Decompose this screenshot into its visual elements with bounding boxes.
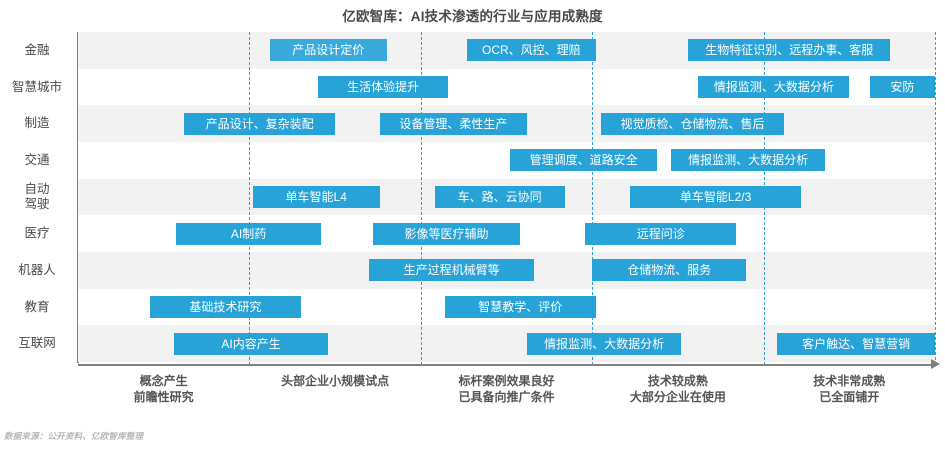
y-axis-label-line: 智慧城市 [11, 79, 62, 94]
x-axis-label-line: 头部企业小规模试点 [281, 374, 390, 388]
footer-source-note: 数据来源：公开资料、亿欧智库整理 [4, 431, 144, 441]
bar-segment[interactable]: 影像等医疗辅助 [372, 222, 521, 245]
gridline-vertical [249, 32, 251, 365]
bar-segment[interactable]: 远程问诊 [585, 222, 737, 245]
bar-segment[interactable]: 单车智能L2/3 [629, 186, 802, 208]
bar-segment[interactable]: 管理调度、道路安全 [509, 149, 658, 172]
bar-segment[interactable]: 客户触达、智慧营销 [777, 332, 935, 355]
x-axis-label-line: 已具备向推广条件 [458, 390, 555, 404]
y-axis-label-line: 金融 [24, 42, 50, 57]
x-axis-stage-label: 概念产生前瞻性研究 [79, 373, 249, 405]
y-axis-label-line: 医疗 [24, 226, 50, 241]
y-axis-label: 金融 [2, 43, 72, 58]
x-axis-label-line: 概念产生 [139, 374, 188, 388]
bar-segment[interactable]: 车、路、云协同 [434, 186, 565, 208]
gridline-vertical [420, 32, 422, 365]
y-axis-label: 交通 [2, 153, 72, 168]
y-axis-label: 机器人 [2, 263, 72, 278]
bar-segment[interactable]: AI内容产生 [173, 332, 329, 355]
bar-segment[interactable]: 单车智能L4 [252, 186, 380, 208]
y-axis-label-line: 互联网 [18, 336, 56, 351]
bar-segment[interactable]: 智慧教学、评价 [444, 296, 596, 318]
bar-segment[interactable]: 情报监测、大数据分析 [698, 76, 850, 98]
bar-segment[interactable]: 生物特征识别、远程办事、客服 [688, 39, 891, 62]
x-axis-label-line: 前瞻性研究 [133, 390, 194, 404]
x-axis-label-line: 标杆案例效果良好 [458, 374, 555, 388]
bar-segment[interactable]: 基础技术研究 [149, 296, 301, 318]
bar-segment[interactable]: OCR、风控、理赔 [467, 39, 596, 62]
x-axis-stage-label: 技术非常成熟已全面铺开 [764, 373, 934, 405]
y-axis-label: 互联网 [2, 336, 72, 351]
bar-segment[interactable]: 产品设计定价 [269, 39, 387, 62]
y-axis-label: 制造 [2, 116, 72, 131]
x-axis-label-line: 技术较成熟 [647, 374, 708, 388]
y-axis-label-line: 驾驶 [24, 197, 50, 211]
x-axis-stage-label: 标杆案例效果良好已具备向推广条件 [422, 373, 592, 405]
gridline-vertical [592, 32, 594, 365]
y-axis-label: 自动驾驶 [2, 182, 72, 212]
y-axis-label: 教育 [2, 300, 72, 315]
y-axis-line [77, 32, 79, 363]
y-axis-label-line: 自动 [24, 182, 50, 196]
gridline-vertical [935, 32, 936, 365]
chart-title: 亿欧智库：AI技术渗透的行业与应用成熟度 [342, 9, 603, 24]
x-axis-label-line: 技术非常成熟 [813, 374, 886, 388]
y-axis-label: 医疗 [2, 226, 72, 241]
x-axis-label-line: 已全面铺开 [819, 390, 880, 404]
bar-segment[interactable]: 生产过程机械臂等 [369, 259, 534, 282]
y-axis-label-line: 教育 [24, 299, 50, 314]
y-axis-label-line: 机器人 [18, 262, 56, 277]
y-axis-label-line: 制造 [24, 116, 50, 131]
bar-segment[interactable]: 安防 [869, 76, 935, 98]
x-axis-arrow-icon [931, 359, 940, 369]
x-axis-stage-label: 技术较成熟大部分企业在使用 [593, 373, 763, 405]
bar-segment[interactable]: 情报监测、大数据分析 [527, 332, 682, 355]
bar-segment[interactable]: 仓储物流、服务 [592, 259, 747, 282]
bar-segment[interactable]: 设备管理、柔性生产 [379, 112, 528, 135]
x-axis-label-line: 大部分企业在使用 [629, 390, 726, 404]
x-axis-stage-label: 头部企业小规模试点 [250, 373, 420, 389]
y-axis-label-group: 金融智慧城市制造交通自动驾驶医疗机器人教育互联网 [0, 32, 72, 362]
bar-segment[interactable]: 视觉质检、仓储物流、售后 [600, 112, 785, 135]
bar-segment[interactable]: 产品设计、复杂装配 [184, 112, 336, 135]
y-axis-label-line: 交通 [24, 152, 50, 167]
x-axis-line [78, 364, 935, 366]
bar-segment[interactable]: 情报监测、大数据分析 [671, 149, 826, 172]
y-axis-label: 智慧城市 [2, 80, 72, 95]
bar-segment[interactable]: AI制药 [175, 222, 322, 245]
bar-segment[interactable]: 生活体验提升 [317, 76, 449, 98]
